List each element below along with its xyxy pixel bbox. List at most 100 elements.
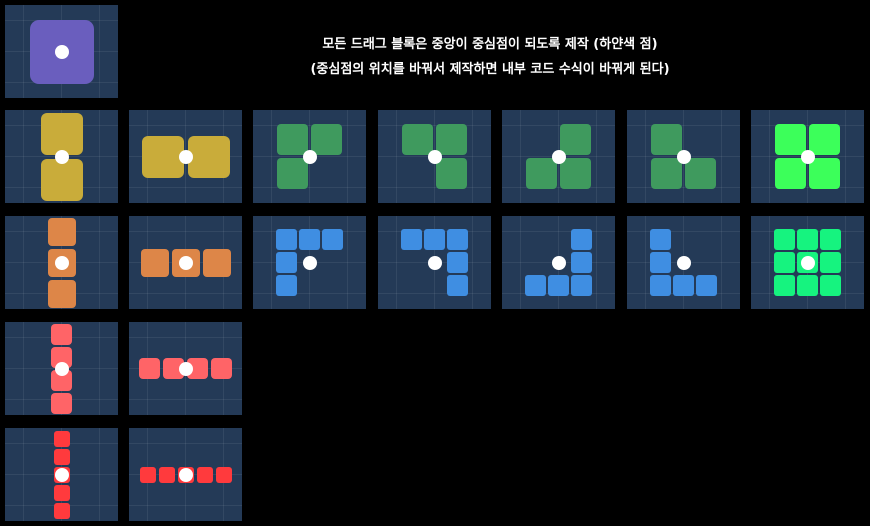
block-horizontal-5-red[interactable]	[129, 428, 242, 521]
block-corner-2x2-top-left-green[interactable]	[253, 110, 366, 203]
pivot-dot	[178, 467, 193, 482]
block-cell	[560, 124, 591, 155]
pivot-dot	[54, 149, 69, 164]
block-cell	[820, 229, 841, 250]
block-cell	[53, 502, 70, 519]
block-cell	[322, 229, 343, 250]
block-corner-3x3-top-left-blue[interactable]	[253, 216, 366, 309]
block-cell	[797, 229, 818, 250]
pivot-dot	[54, 361, 69, 376]
block-cell	[571, 252, 592, 273]
pivot-dot	[178, 255, 193, 270]
block-cell	[571, 275, 592, 296]
block-corner-3x3-top-right-blue[interactable]	[378, 216, 491, 309]
block-cell	[650, 229, 671, 250]
block-cell	[139, 466, 156, 483]
block-corner-3x3-bottom-right-blue[interactable]	[502, 216, 615, 309]
block-cell	[277, 124, 308, 155]
block-cell	[53, 484, 70, 501]
pivot-dot	[676, 255, 691, 270]
block-cell	[276, 275, 297, 296]
block-cell	[809, 124, 840, 155]
block-cell	[47, 217, 76, 246]
block-cell	[436, 158, 467, 189]
block-horizontal-3-orange[interactable]	[129, 216, 242, 309]
block-cell	[820, 252, 841, 273]
pivot-dot	[302, 149, 317, 164]
block-cell	[526, 158, 557, 189]
block-cell	[140, 248, 169, 277]
block-cell	[139, 358, 160, 379]
block-cell	[51, 346, 72, 368]
block-cell	[774, 252, 795, 273]
block-horizontal-4-pink[interactable]	[129, 322, 242, 415]
block-cell	[651, 124, 682, 155]
instruction-line-2: (중심점의 위치를 바꿔서 제작하면 내부 코드 수식이 바꿔게 된다)	[310, 62, 670, 77]
block-square-1x1-purple[interactable]	[5, 5, 118, 98]
block-cell	[401, 229, 422, 250]
block-cell	[211, 358, 232, 379]
block-cell	[276, 229, 297, 250]
pivot-dot	[427, 255, 442, 270]
block-vertical-2-olive[interactable]	[5, 110, 118, 203]
block-vertical-3-orange[interactable]	[5, 216, 118, 309]
block-cell	[447, 252, 468, 273]
block-cell	[525, 275, 546, 296]
pivot-dot	[427, 149, 442, 164]
block-vertical-4-pink[interactable]	[5, 322, 118, 415]
block-cell	[650, 252, 671, 273]
pivot-dot	[551, 255, 566, 270]
block-cell	[158, 466, 175, 483]
instruction-line-1: 모든 드래그 블록은 중앙이 중심점이 되도록 제작 (하얀색 점)	[322, 37, 658, 52]
block-cell	[215, 466, 232, 483]
block-cell	[560, 158, 591, 189]
block-cell	[797, 275, 818, 296]
pivot-dot	[54, 44, 69, 59]
block-cell	[141, 135, 184, 178]
block-cell	[187, 358, 208, 379]
block-cell	[51, 323, 72, 345]
block-cell	[402, 124, 433, 155]
pivot-dot	[676, 149, 691, 164]
block-square-2x2-bright-green[interactable]	[751, 110, 864, 203]
block-cell	[548, 275, 569, 296]
block-horizontal-2-olive[interactable]	[129, 110, 242, 203]
block-cell	[447, 275, 468, 296]
pivot-dot	[178, 149, 193, 164]
block-cell	[775, 124, 806, 155]
block-cell	[40, 112, 83, 155]
pivot-dot	[800, 255, 815, 270]
block-cell	[163, 358, 184, 379]
block-cell	[40, 158, 83, 201]
block-cell	[774, 229, 795, 250]
block-corner-2x2-bottom-right-green[interactable]	[502, 110, 615, 203]
pivot-dot	[551, 149, 566, 164]
block-cell	[299, 229, 320, 250]
block-cell	[436, 124, 467, 155]
block-cell	[651, 158, 682, 189]
block-cell	[809, 158, 840, 189]
block-cell	[196, 466, 213, 483]
block-cell	[447, 229, 468, 250]
block-cell	[53, 448, 70, 465]
block-cell	[187, 135, 230, 178]
block-cell	[774, 275, 795, 296]
block-vertical-5-red[interactable]	[5, 428, 118, 521]
pivot-dot	[800, 149, 815, 164]
block-corner-3x3-bottom-left-blue[interactable]	[627, 216, 740, 309]
block-square-3x3-mint[interactable]	[751, 216, 864, 309]
block-cell	[277, 158, 308, 189]
block-cell	[685, 158, 716, 189]
pivot-dot	[54, 255, 69, 270]
block-cell	[820, 275, 841, 296]
block-cell	[51, 392, 72, 414]
block-corner-2x2-top-right-green[interactable]	[378, 110, 491, 203]
block-corner-2x2-bottom-left-green[interactable]	[627, 110, 740, 203]
block-cell	[51, 369, 72, 391]
pivot-dot	[54, 467, 69, 482]
block-cell	[276, 252, 297, 273]
block-cell	[424, 229, 445, 250]
block-cell	[696, 275, 717, 296]
block-cell	[202, 248, 231, 277]
pivot-dot	[178, 361, 193, 376]
